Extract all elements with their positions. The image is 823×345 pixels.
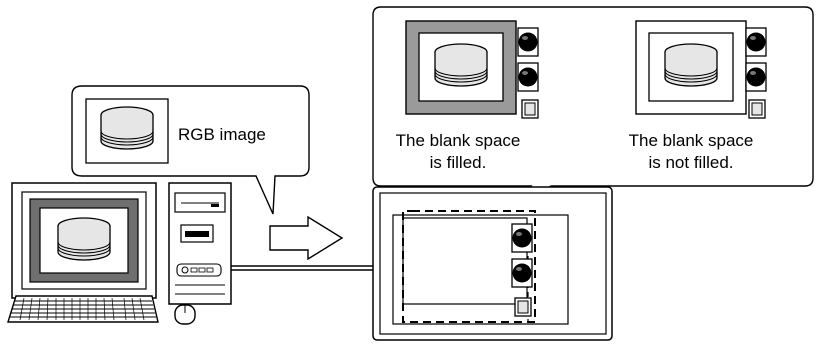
square-button-icon	[748, 99, 766, 119]
not-filled-caption-line2: is not filled.	[648, 153, 733, 172]
round-black-button-icon	[745, 62, 767, 92]
desktop-computer-icon	[11, 182, 157, 308]
round-black-button-icon	[511, 258, 533, 288]
filled-caption-line2: is filled.	[430, 153, 487, 172]
filled-example: The blank space is filled.	[396, 20, 539, 172]
not-filled-caption-line1: The blank space	[629, 131, 754, 150]
filled-caption-line1: The blank space	[396, 131, 521, 150]
mouse-icon	[174, 304, 196, 325]
square-button-icon	[521, 99, 539, 119]
rgb-thumbnail	[85, 98, 169, 164]
round-black-button-icon	[517, 27, 539, 57]
cylinder-image-icon	[664, 43, 718, 87]
cylinder-image-icon	[434, 43, 488, 87]
round-black-button-icon	[517, 62, 539, 92]
rgb-image-label: RGB image	[178, 125, 266, 144]
square-button-icon	[514, 297, 532, 317]
round-black-button-icon	[511, 223, 533, 253]
not-filled-example: The blank space is not filled.	[629, 20, 767, 172]
round-black-button-icon	[745, 27, 767, 57]
callout-rgb-image: RGB image	[71, 85, 310, 215]
pc-tower-icon	[168, 182, 232, 305]
right-arrow-icon	[269, 215, 344, 261]
touch-panel-display-icon	[372, 186, 613, 341]
cylinder-image-icon	[100, 106, 154, 150]
callout-fill-comparison: The blank space is filled. The blank spa…	[372, 6, 814, 211]
keyboard-icon	[7, 295, 159, 323]
cylinder-image-icon	[57, 217, 111, 261]
